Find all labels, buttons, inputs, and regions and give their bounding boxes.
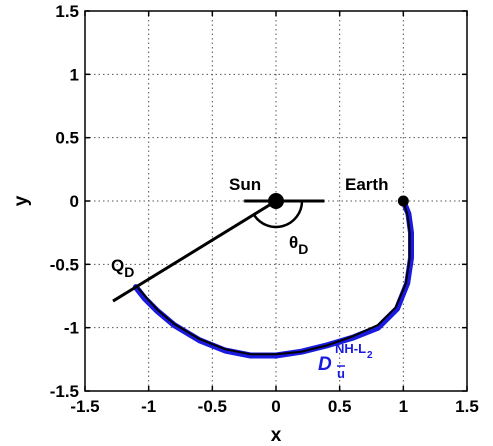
series-layer bbox=[132, 198, 414, 359]
q-d-line bbox=[112, 199, 277, 303]
d-superscript-sub: 2 bbox=[367, 350, 373, 361]
y-tick-label: -1 bbox=[64, 319, 79, 338]
theta-label: θD bbox=[289, 233, 308, 257]
x-axis-label: x bbox=[271, 425, 282, 446]
y-tick-label: -1.5 bbox=[50, 382, 79, 401]
q-subscript: D bbox=[124, 264, 134, 280]
x-tick-label: -1.5 bbox=[70, 397, 99, 416]
y-tick-label: 0.5 bbox=[55, 129, 79, 148]
sun-label: Sun bbox=[229, 175, 261, 194]
y-axis-label: y bbox=[11, 195, 32, 206]
points-layer bbox=[268, 193, 409, 209]
q-symbol: Q bbox=[111, 256, 124, 275]
x-tick-label: -1 bbox=[141, 397, 156, 416]
d-subscript-label: u bbox=[337, 366, 345, 381]
d-superscript-label: NH-L2 bbox=[335, 341, 373, 361]
sun-marker bbox=[268, 193, 284, 209]
axis-ticks: -1.5 -1 -0.5 0 0.5 1 1.5 -1.5 -1 -0.5 0 0.5 1 1.5 bbox=[50, 2, 479, 416]
y-tick-label: -0.5 bbox=[50, 255, 79, 274]
theta-arc bbox=[252, 200, 304, 229]
q-d-label: QD bbox=[111, 256, 134, 280]
earth-marker bbox=[397, 195, 409, 207]
x-tick-label: 0.5 bbox=[328, 397, 352, 416]
d-superscript: NH-L bbox=[335, 341, 366, 356]
y-tick-label: 1 bbox=[70, 65, 79, 84]
earth-label: Earth bbox=[345, 175, 388, 194]
theta-subscript: D bbox=[298, 241, 308, 257]
y-tick-label: 0 bbox=[70, 192, 79, 211]
x-tick-label: 1 bbox=[399, 397, 408, 416]
trajectory-black-series bbox=[137, 200, 411, 356]
x-tick-label: 1.5 bbox=[455, 397, 479, 416]
d-main-label: D bbox=[318, 354, 332, 375]
x-tick-label: -0.5 bbox=[198, 397, 227, 416]
y-tick-label: 1.5 bbox=[55, 2, 79, 21]
reference-lines bbox=[112, 199, 325, 303]
x-tick-label: 0 bbox=[271, 397, 280, 416]
theta-symbol: θ bbox=[289, 233, 298, 252]
